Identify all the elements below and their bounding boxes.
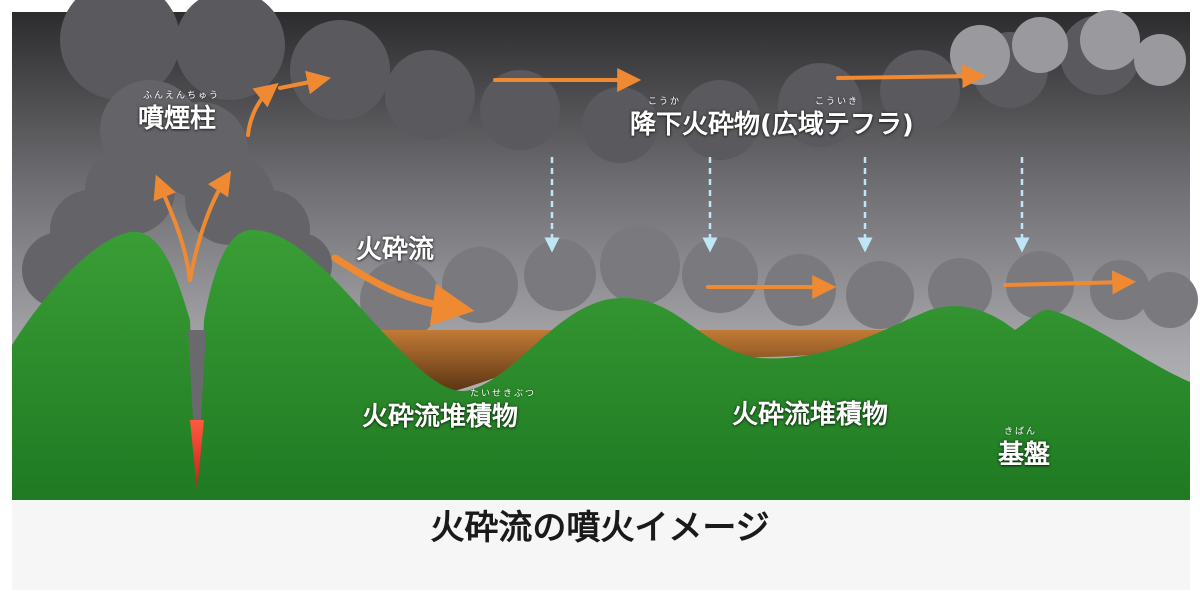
- basement-label: 基盤: [998, 440, 1051, 470]
- pyroclastic-flow-label: 火砕流: [356, 235, 435, 265]
- ash-cloud-upper: [60, 0, 1140, 163]
- pyroclastic-cloud: [360, 225, 1198, 340]
- volcanic-vent: [188, 330, 206, 490]
- fallout-ruby-1: こうか: [648, 97, 682, 107]
- deposit-right-label: 火砕流堆積物: [732, 400, 889, 430]
- fall-arrows: [544, 157, 1030, 253]
- caption-bar: [12, 500, 1190, 590]
- mountain-basement: [12, 229, 1190, 500]
- deposit-left-label: 火砕流堆積物: [362, 402, 519, 432]
- flow-arrows: [153, 64, 1137, 326]
- fallout-ruby-2: こういき: [815, 97, 860, 107]
- pyroclastic-deposit: [380, 330, 900, 392]
- basement-ruby: きばん: [1004, 427, 1038, 437]
- ash-cloud-upper-light: [950, 10, 1186, 86]
- diagram-caption: 火砕流の噴火イメージ: [430, 508, 770, 548]
- eruption-column-label: 噴煙柱: [138, 104, 217, 134]
- deposit-left-ruby: たいせきぶつ: [470, 389, 537, 399]
- fallout-label: 降下火砕物(広域テフラ): [630, 110, 914, 140]
- eruption-column-ruby: ふんえんちゅう: [143, 91, 221, 101]
- magma: [190, 420, 204, 490]
